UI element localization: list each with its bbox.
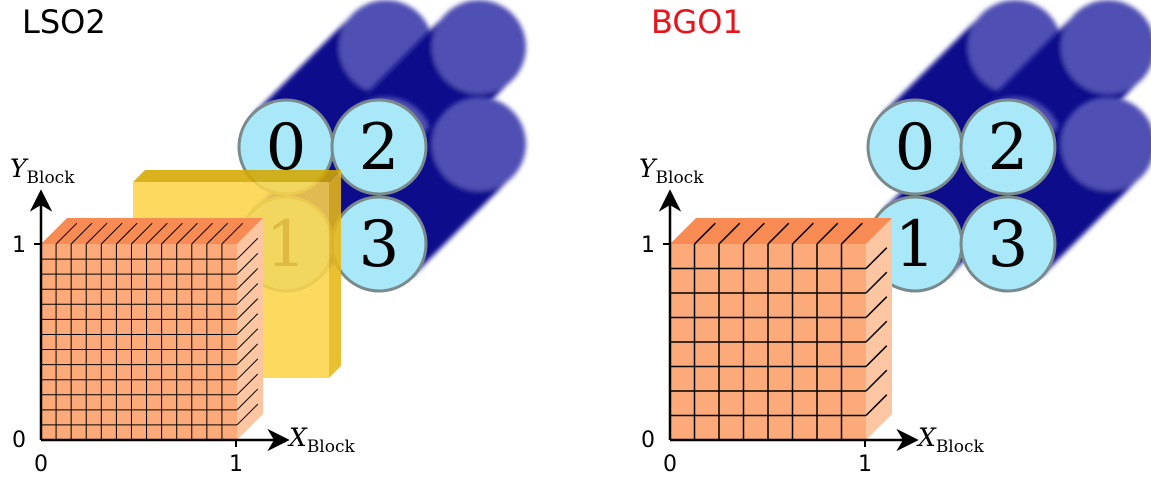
crystal-side-face [237,218,263,440]
x-axis-label: XBlock [916,423,984,457]
pmt-face: 3 [959,195,1057,293]
y-tick-1: 1 [12,233,26,258]
pmt-face: 2 [959,98,1057,196]
pmt-label: 3 [359,208,400,282]
y-tick-0: 0 [641,428,655,453]
axes: 0 1 0 1 YBlock XBlock [639,154,984,477]
pmt-label: 3 [988,208,1029,282]
pmt-face: 2 [330,98,428,196]
panel-title: BGO1 [651,3,743,41]
x-tick-1: 1 [229,452,243,477]
y-tick-1: 1 [641,233,655,258]
crystal-block [41,218,263,440]
x-tick-1: 1 [858,452,872,477]
y-axis-label: YBlock [639,154,704,188]
x-axis-label: XBlock [287,423,355,457]
panel-lso2: LSO2 0 2 1 3 0 1 0 1 YBlock XBlock [10,0,526,477]
pmt-label: 2 [988,111,1029,185]
crystal-grid-lines [41,222,259,440]
crystal-top-face [41,218,263,244]
crystal-grid-lines [670,222,888,440]
crystal-front-face [41,244,237,440]
pmt-face: 0 [866,98,964,196]
pmt-label: 0 [895,111,936,185]
pmt-face: 3 [330,195,428,293]
pmt-label: 2 [359,111,400,185]
pmt-label: 1 [895,208,936,282]
x-tick-0: 0 [34,452,48,477]
y-axis-label: YBlock [10,154,75,188]
y-tick-0: 0 [12,428,26,453]
axes: 0 1 0 1 YBlock XBlock [10,154,355,477]
crystal-block [670,218,892,440]
panel-title: LSO2 [22,3,106,41]
x-tick-0: 0 [663,452,677,477]
